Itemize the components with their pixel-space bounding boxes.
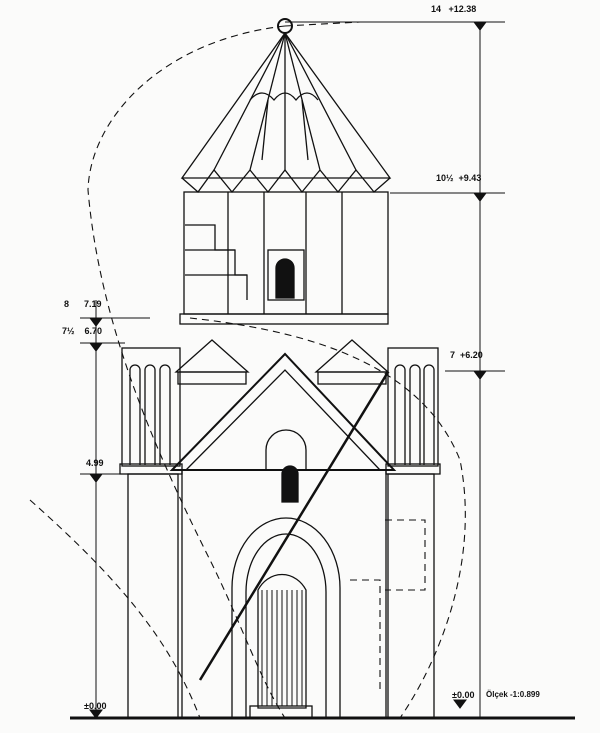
level-label-wall: 4.99: [86, 458, 104, 468]
small-gables: [174, 339, 390, 385]
conical-dome: [180, 31, 392, 194]
side-colonnades: [119, 347, 441, 719]
scale-note: Ölçek -1:0.899: [486, 690, 540, 699]
level-label-ground-left: ±0.00: [84, 701, 107, 711]
main-gable-facade: [169, 352, 397, 719]
level-label-drum-top: 10½ +9.43: [436, 173, 482, 183]
drum: [179, 191, 389, 325]
level-label-ground-right: ±0.00: [452, 690, 475, 700]
proportion-construction-lines: [29, 21, 466, 719]
level-label-roof-right: 7 +6.20: [450, 350, 483, 360]
diagonal-construction-line: [198, 371, 390, 681]
dimension-lines: [80, 21, 505, 719]
level-label-cornice: 7½ 6.70: [62, 326, 103, 336]
level-label-drum-base: 8 7.19: [64, 299, 102, 309]
level-label-top: 14 +12.38: [431, 4, 477, 14]
